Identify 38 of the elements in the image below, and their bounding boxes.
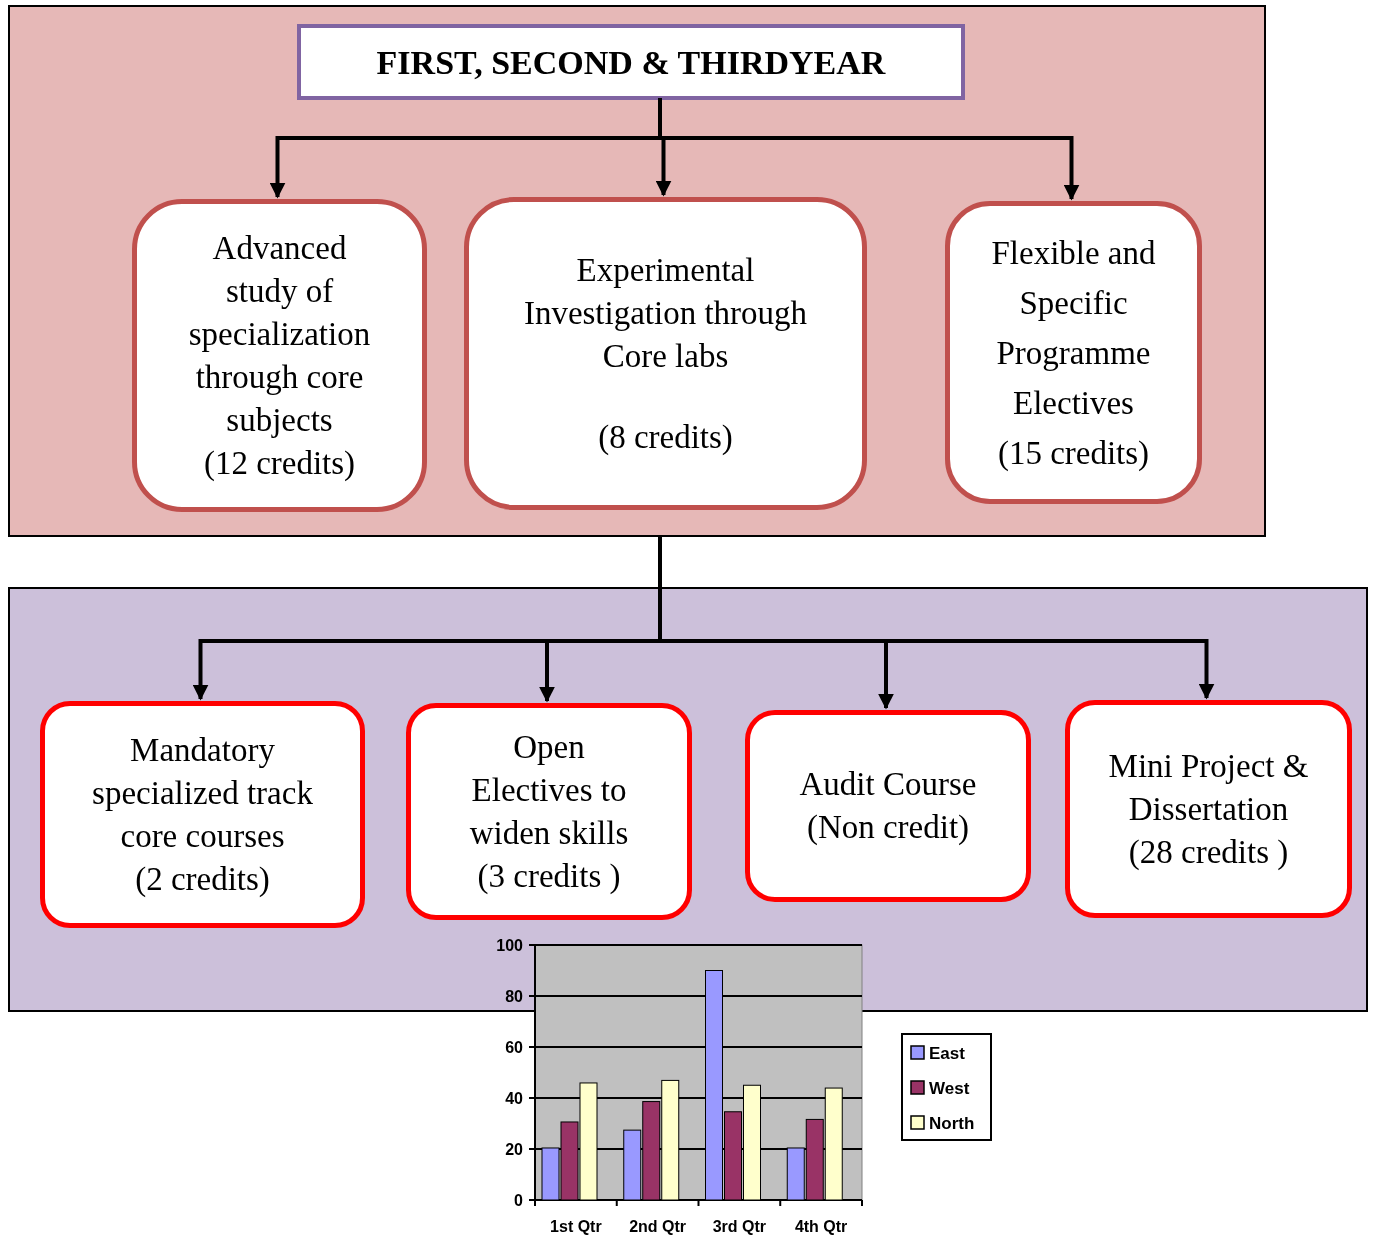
section-panel (8, 5, 1266, 537)
course-box (40, 701, 365, 928)
tick-label: 100 (496, 937, 523, 954)
legend-label: West (929, 1079, 970, 1098)
course-text: Mini Project & Dissertation (1107, 746, 1310, 829)
legend-label: East (929, 1044, 965, 1063)
course-text: Advanced study of specialization through core subjects (187, 228, 372, 440)
course-box (1065, 700, 1352, 918)
course-text: Open Electives to widen skills (468, 727, 630, 853)
course-box (132, 199, 427, 512)
credit-text: (28 credits ) (1128, 832, 1289, 872)
heading-text: FIRST, SECOND & THIRDYEAR (376, 42, 886, 83)
credit-text: (3 credits ) (477, 856, 621, 896)
tick-label: 60 (505, 1039, 523, 1056)
course-text: Experimental Investigation through Core labs (522, 250, 809, 376)
section-panel (8, 587, 1368, 1012)
course-box (745, 710, 1031, 902)
category-label: 2nd Qtr (629, 1218, 687, 1235)
category-label: 4th Qtr (794, 1218, 848, 1235)
course-text: Flexible and Specific Programme Electives (990, 233, 1157, 423)
course-box (464, 197, 867, 510)
category-label: 3rd Qtr (712, 1218, 767, 1235)
credit-text: (Non credit) (806, 808, 970, 847)
tick-label: 40 (505, 1090, 523, 1107)
course-text: Audit Course (799, 765, 977, 804)
course-box (945, 201, 1202, 504)
tick-label: 0 (514, 1192, 523, 1209)
tick-label: 20 (505, 1141, 523, 1158)
category-label: 1st Qtr (550, 1218, 602, 1235)
course-box (406, 703, 692, 920)
credit-text: (12 credits) (203, 443, 356, 483)
course-text: Mandatory specialized track core courses (91, 730, 314, 856)
credit-text: (8 credits) (598, 417, 733, 457)
legend-label: North (929, 1114, 975, 1133)
tick-label: 80 (505, 988, 523, 1005)
heading-box (297, 24, 965, 100)
credit-text: (15 credits) (997, 433, 1150, 473)
credit-text: (2 credits) (135, 859, 270, 899)
